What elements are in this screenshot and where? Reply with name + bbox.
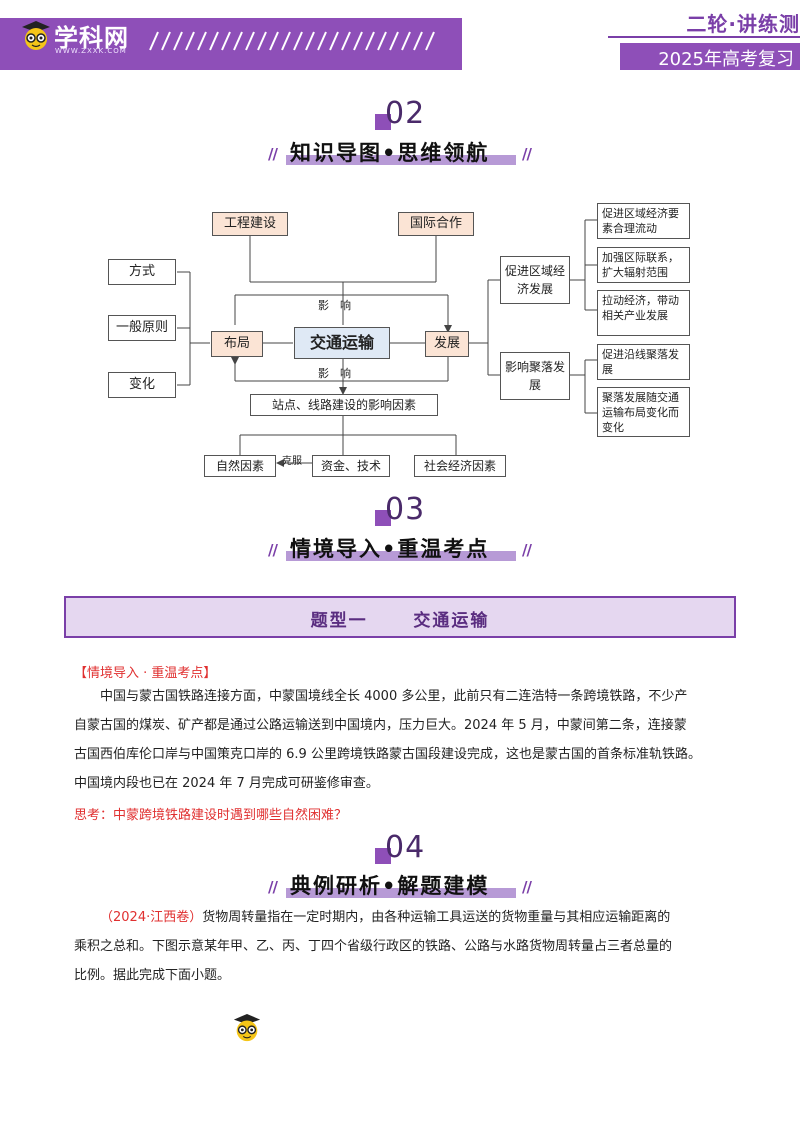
section-04-square — [375, 848, 391, 864]
mindmap-overcome: 克服 — [282, 456, 302, 467]
mindmap-connectors — [177, 219, 597, 467]
section-02-underline — [286, 155, 516, 165]
mindmap-develop: 发展 — [425, 331, 469, 357]
section-02-title: 知识导图•思维领航 — [290, 141, 490, 165]
section-04-slash-left: // — [268, 878, 278, 896]
mindmap-settle-1: 促进沿线聚落发展 — [597, 344, 690, 380]
section-03-number: 03 — [385, 492, 426, 527]
context-line-4: 中国境内段也已在 2024 年 7 月完成可研鉴修审查。 — [74, 776, 379, 791]
mindmap-influence-bottom: 影 响 — [318, 367, 351, 380]
section-04-underline — [286, 888, 516, 898]
mindmap-settlement: 影响聚落发展 — [500, 352, 570, 400]
context-line-1: 中国与蒙古国铁路连接方面，中蒙国境线全长 4000 多公里，此前只有二连浩特一条… — [100, 689, 688, 704]
mindmap-principle: 一般原则 — [108, 315, 176, 341]
mindmap-capital: 资金、技术 — [312, 455, 390, 477]
example-line-1: （2024·江西卷）货物周转量指在一定时期内，由各种运输工具运送的货物重量与其相… — [100, 903, 670, 932]
section-02-square — [375, 114, 391, 130]
section-02-slash-right: // — [522, 145, 532, 163]
section-03-title: 情境导入•重温考点 — [290, 537, 490, 561]
section-03-square — [375, 510, 391, 526]
example-source: （2024·江西卷） — [100, 910, 203, 925]
mascot-logo-icon — [22, 21, 50, 50]
mindmap-layout: 布局 — [211, 331, 263, 357]
context-question: 思考：中蒙跨境铁路建设时遇到哪些自然困难？ — [74, 808, 348, 823]
context-line-3: 古国西伯库伦口岸与中国策克口岸的 6.9 公里跨境铁路蒙古国段建设完成，这也是蒙… — [74, 747, 701, 762]
series-title: 二轮·讲练测 — [686, 12, 800, 36]
mindmap-factors: 站点、线路建设的影响因素 — [250, 394, 438, 416]
section-03-slash-left: // — [268, 541, 278, 559]
mindmap-center: 交通运输 — [294, 327, 390, 359]
banner-text: 题型一 交通运输 — [64, 606, 736, 631]
banner-topic: 交通运输 — [413, 611, 490, 631]
section-03-underline — [286, 551, 516, 561]
example-line-1-text: 货物周转量指在一定时期内，由各种运输工具运送的货物重量与其相应运输距离的 — [202, 910, 671, 925]
logo-text: 学科网 — [54, 24, 129, 52]
mindmap-engineering: 工程建设 — [212, 212, 288, 236]
mindmap-region-3: 拉动经济，带动相关产业发展 — [597, 290, 690, 336]
question-type-banner — [64, 596, 736, 638]
mindmap-cooperation: 国际合作 — [398, 212, 474, 236]
mindmap-method: 方式 — [108, 259, 176, 285]
example-line-2: 乘积之总和。下图示意某年甲、乙、丙、丁四个省级行政区的铁路、公路与水路货物周转量… — [74, 939, 673, 954]
mindmap-region-2: 加强区际联系，扩大辐射范围 — [597, 247, 690, 283]
year-box — [620, 43, 800, 70]
section-04-number: 04 — [385, 830, 426, 865]
section-04-title: 典例研析•解题建模 — [290, 874, 490, 898]
context-line-2: 自蒙古国的煤炭、矿产都是通过公路运输送到中国境内，压力巨大。2024 年 5 月… — [74, 718, 687, 733]
year-label: 2025年高考复习 — [658, 49, 794, 70]
header-band — [0, 18, 462, 70]
header-rule — [608, 36, 800, 38]
banner-type: 题型一 — [310, 611, 368, 631]
mindmap-region-1: 促进区域经济要素合理流动 — [597, 203, 690, 239]
mindmap-change: 变化 — [108, 372, 176, 398]
section-04-slash-right: // — [522, 878, 532, 896]
mindmap-influence-top: 影 响 — [318, 299, 351, 312]
mindmap-social: 社会经济因素 — [414, 455, 506, 477]
example-line-3: 比例。据此完成下面小题。 — [74, 968, 231, 983]
mindmap-settle-2: 聚落发展随交通运输布局变化而变化 — [597, 387, 690, 437]
section-03-slash-right: // — [522, 541, 532, 559]
section-02-slash-left: // — [268, 145, 278, 163]
header-stripes-decoration — [149, 31, 435, 51]
mindmap-regional: 促进区域经济发展 — [500, 256, 570, 304]
section-02-number: 02 — [385, 96, 426, 131]
context-tag: 【情境导入 · 重温考点】 — [74, 666, 217, 681]
mascot-icon — [233, 1013, 261, 1042]
logo-url: WWW.ZXXK.COM — [55, 47, 127, 55]
mindmap-natural: 自然因素 — [204, 455, 276, 477]
